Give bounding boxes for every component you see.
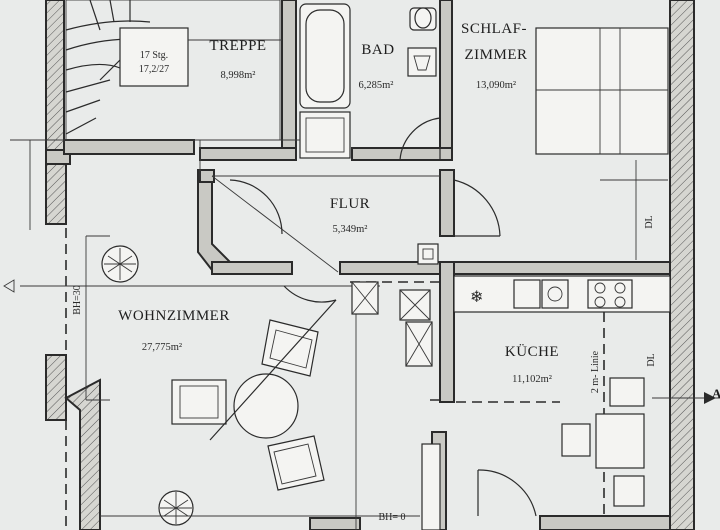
kueche-area: 11,102m² — [512, 374, 552, 385]
kitchen-chair-top — [609, 377, 645, 407]
schlafzimmer-area: 13,090m² — [476, 80, 516, 91]
wall-flur-right — [439, 169, 455, 237]
wall-left-angled — [64, 378, 101, 530]
bedroom-door-swing — [453, 179, 501, 237]
armchair-bottom — [267, 435, 325, 491]
living-door-diagonal — [209, 299, 337, 441]
bad-door-swing — [399, 117, 441, 161]
stove — [587, 279, 633, 309]
bh30-label: BH=30 — [72, 285, 83, 315]
flur-chimney — [417, 243, 439, 265]
radiator — [421, 443, 441, 530]
bathroom-sink — [407, 47, 437, 77]
bedroom-furniture: DL — [453, 27, 669, 260]
bh0-label: BH= 0 — [378, 512, 405, 523]
wall-stair-bad — [281, 0, 297, 161]
armchair-top — [261, 319, 319, 377]
living-table — [233, 373, 299, 439]
kitchen-cabinet — [513, 279, 541, 309]
bed — [535, 27, 669, 155]
stairs-count-label: 17 Stg. — [140, 50, 168, 61]
walls — [45, 0, 695, 530]
wall-right — [669, 0, 695, 530]
flur-door-swing — [229, 179, 283, 235]
two-m-line-label: 2 m- Linie — [590, 350, 601, 393]
kitchen-chair-bottom — [613, 475, 645, 507]
kitchen-table — [595, 413, 645, 469]
wall-bottom-b — [539, 515, 671, 530]
flur-area: 5,349m² — [333, 224, 368, 235]
bathroom-fixtures — [299, 3, 441, 161]
bad-area: 6,285m² — [359, 80, 394, 91]
kitchen-sink — [541, 279, 569, 309]
dl-lower-label: DL — [646, 353, 657, 366]
living-room: BH=30 BH= 0 — [3, 139, 441, 530]
wall-bottom-a — [309, 517, 361, 530]
wall-stair-flur — [199, 147, 297, 161]
hallway — [211, 175, 440, 273]
wall-left-lower — [45, 354, 67, 421]
kitchen-chair-left — [561, 423, 591, 457]
treppe-label: TREPPE — [209, 38, 266, 54]
armchair-left — [171, 379, 227, 425]
flur-label: FLUR — [330, 196, 370, 212]
wohnzimmer-area: 27,775m² — [142, 342, 182, 353]
stairs-ratio-label: 17,2/27 — [139, 64, 169, 75]
wall-flur-bottom-left — [211, 261, 293, 275]
kitchen-door-swing — [477, 469, 537, 517]
wall-bad-right — [439, 0, 453, 161]
dl-upper-label: DL — [644, 215, 655, 228]
treppe-area: 8,998m² — [221, 70, 256, 81]
wall-kitchen-top — [451, 261, 671, 275]
section-mark-a: A — [712, 386, 720, 401]
bad-label: BAD — [361, 42, 394, 58]
schlafzimmer-label-line2: ZIMMER — [465, 47, 528, 63]
dashed-outline — [350, 281, 441, 401]
wall-kitchen-left — [439, 261, 455, 403]
shower-tray — [299, 111, 351, 159]
schlafzimmer-label-line1: SCHLAF- — [461, 21, 527, 37]
room-labels: TREPPE 8,998m² BAD 6,285m² SCHLAF- ZIMME… — [118, 21, 559, 385]
wohnzimmer-label: WOHNZIMMER — [118, 308, 230, 324]
wall-left-upper — [45, 0, 65, 151]
kitchen: ❄ 2 m- Linie DL A — [440, 275, 720, 517]
fridge-snowflake-icon: ❄ — [470, 289, 483, 306]
wall-left-mid — [45, 163, 67, 225]
wall-flur-stub — [199, 169, 215, 183]
kueche-label: KÜCHE — [505, 343, 559, 360]
staircase: 17 Stg. 17,2/27 — [65, 0, 282, 141]
wall-stair-bottom — [63, 139, 195, 155]
wall-flur-left — [197, 169, 232, 272]
